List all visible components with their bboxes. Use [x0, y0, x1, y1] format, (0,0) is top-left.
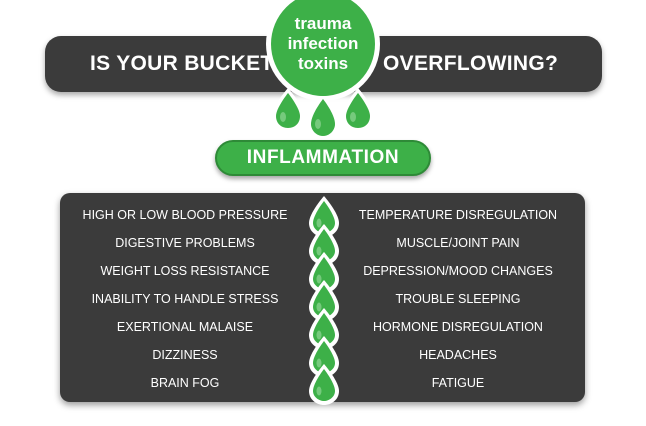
drop-icon	[309, 336, 339, 377]
symptom-left-2: DIGESTIVE PROBLEMS	[115, 236, 255, 250]
symptom-right-5: HORMONE DISREGULATION	[373, 320, 543, 334]
symptom-right-1: TEMPERATURE DISREGULATION	[358, 208, 558, 222]
bubble-line-3: toxins	[297, 54, 349, 73]
symptom-left-3: WEIGHT LOSS RESISTANCE	[100, 264, 270, 278]
symptom-right-7: FATIGUE	[431, 376, 485, 390]
drops-column	[309, 196, 339, 405]
inflammation-pill	[215, 140, 431, 176]
bucket-bubble-graphic	[266, 0, 380, 140]
drop-icon	[309, 196, 339, 237]
symptom-right-2: MUSCLE/JOINT PAIN	[396, 236, 520, 250]
drop-center-icon	[311, 99, 335, 136]
drop-right-icon	[346, 93, 370, 128]
symptom-left-1: HIGH OR LOW BLOOD PRESSURE	[82, 208, 288, 222]
header-left-text: IS YOUR BUCKET	[90, 52, 274, 75]
inflammation-label: INFLAMMATION	[246, 147, 400, 168]
symptom-right-3: DEPRESSION/MOOD CHANGES	[363, 264, 553, 278]
drop-icon	[309, 252, 339, 293]
drop-left-icon	[276, 93, 300, 128]
bubble-line-2: infection	[287, 34, 359, 53]
drop-icon	[309, 308, 339, 349]
drop-icon	[309, 280, 339, 321]
symptom-right-4: TROUBLE SLEEPING	[395, 292, 521, 306]
header-right-text: OVERFLOWING?	[383, 52, 559, 75]
symptom-left-5: EXERTIONAL MALAISE	[116, 320, 254, 334]
bubble-line-1: trauma	[294, 14, 352, 33]
symptom-left-6: DIZZINESS	[152, 348, 218, 362]
symptom-left-7: BRAIN FOG	[150, 376, 220, 390]
drop-icon	[309, 224, 339, 265]
drop-icon	[309, 364, 339, 405]
symptom-right-6: HEADACHES	[419, 348, 497, 362]
symptom-left-4: INABILITY TO HANDLE STRESS	[91, 292, 279, 306]
